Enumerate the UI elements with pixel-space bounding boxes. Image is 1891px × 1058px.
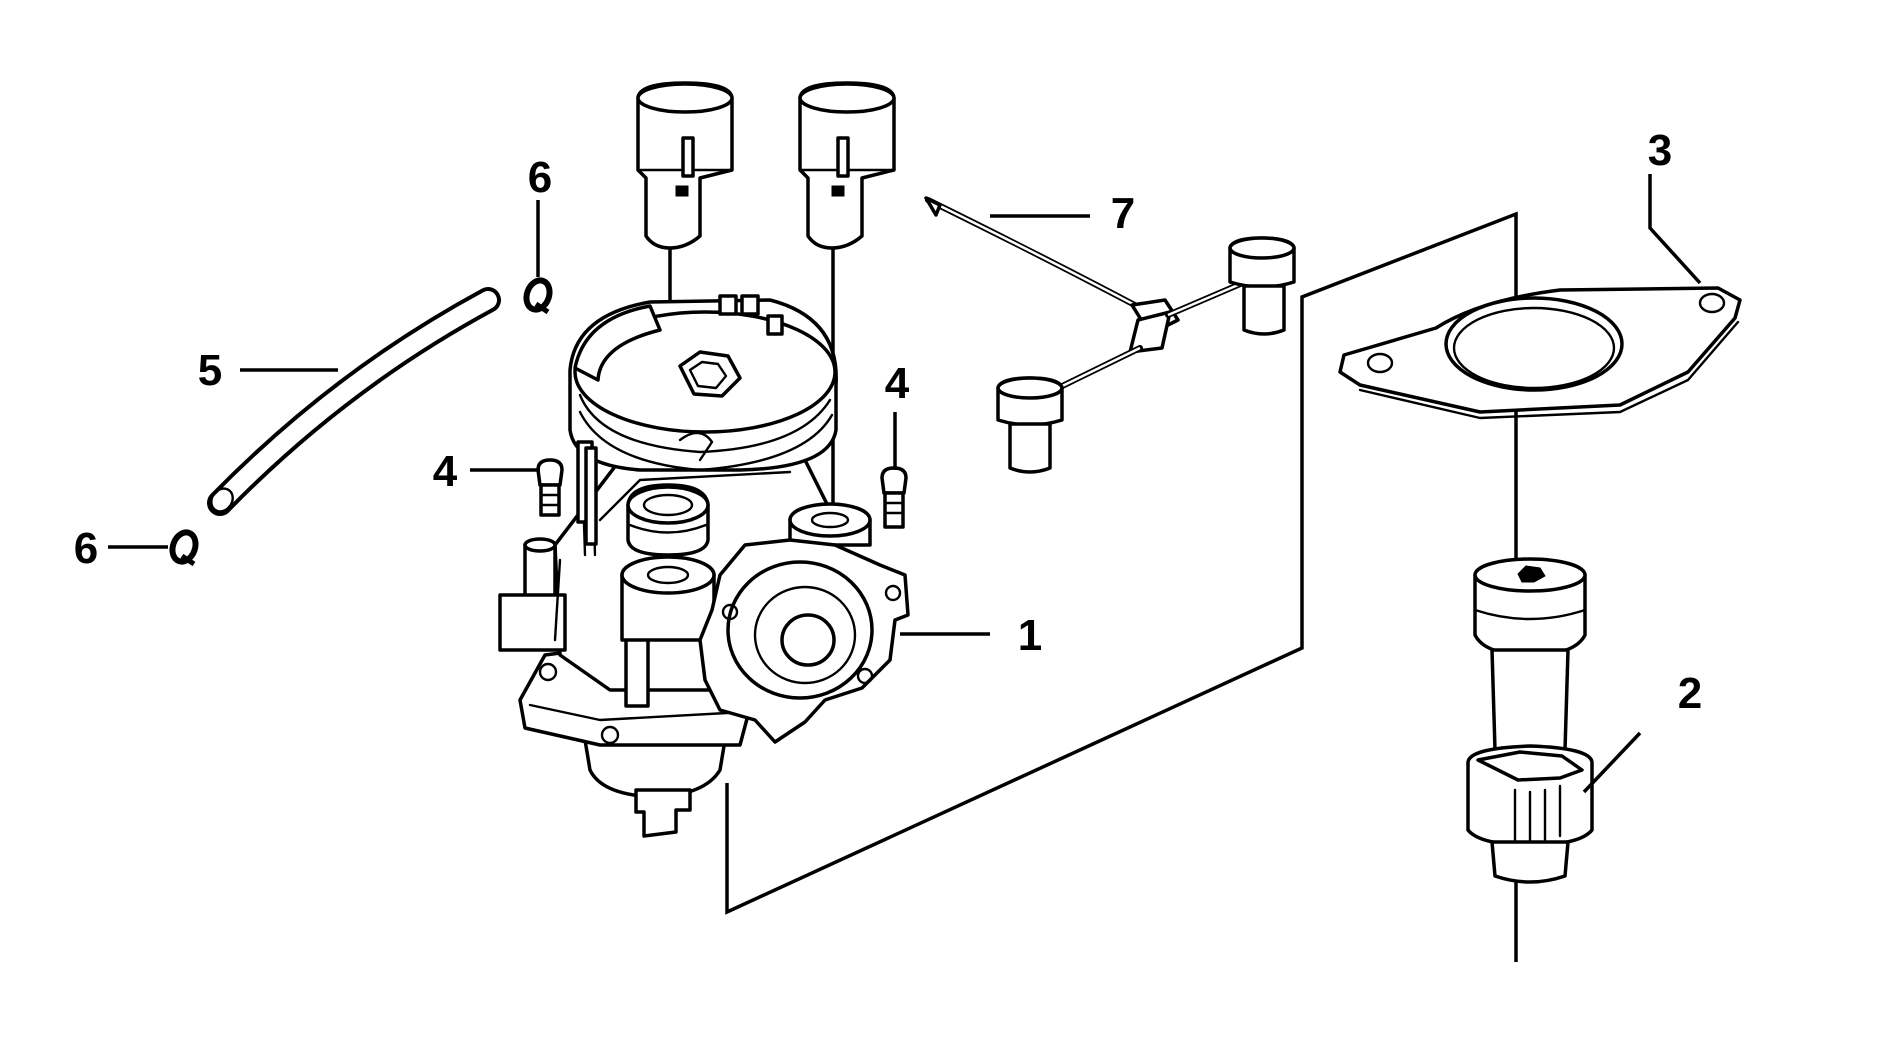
callout-3: 3 bbox=[1648, 126, 1672, 175]
wire-harness bbox=[924, 196, 1296, 474]
callout-6-bottom: 6 bbox=[74, 524, 98, 573]
screw-left bbox=[536, 458, 564, 517]
leader-2 bbox=[1582, 731, 1642, 794]
callout-7: 7 bbox=[1111, 189, 1135, 238]
drive-shaft-pinion bbox=[1466, 557, 1594, 884]
gasket-flange bbox=[1338, 286, 1742, 420]
leader-3 bbox=[1648, 174, 1702, 285]
screw-right bbox=[880, 466, 908, 529]
hose-clip-bottom bbox=[169, 529, 199, 567]
callout-4-left: 4 bbox=[433, 447, 458, 496]
hose-clip-top bbox=[523, 277, 553, 315]
callout-5: 5 bbox=[198, 346, 222, 395]
throttle-cap-right bbox=[798, 81, 896, 250]
callout-1: 1 bbox=[1018, 611, 1042, 660]
throttle-cap-left bbox=[636, 81, 734, 250]
fuel-tube bbox=[207, 287, 501, 516]
leader-lines bbox=[108, 174, 1702, 794]
callout-labels: 1 2 3 4 4 5 6 6 7 bbox=[74, 126, 1702, 718]
callout-6-top: 6 bbox=[528, 153, 552, 202]
carburetor-body bbox=[498, 294, 910, 838]
callout-4-right: 4 bbox=[885, 359, 910, 408]
callout-2: 2 bbox=[1678, 669, 1702, 718]
